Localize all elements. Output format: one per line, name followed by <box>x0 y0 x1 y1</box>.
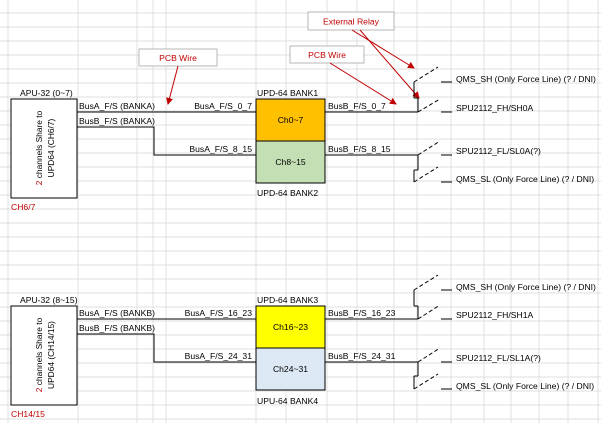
relay-output-bottom-1: QMS_SH (Only Force Line) (? / DNI) <box>456 282 596 292</box>
ch-label-top: CH6/7 <box>11 202 36 212</box>
bank-label-2: UPD-64 BANK2 <box>257 188 318 198</box>
ch-label-bottom: CH14/15 <box>11 409 45 419</box>
apu-title-top: APU-32 (0~7) <box>20 88 73 98</box>
apu-out-a-top: BusA_F/S (BANKA) <box>79 101 155 111</box>
cell-ch8-15 <box>255 140 326 184</box>
relay-output-top-3: SPU2112_FL/SL0A(?) <box>456 146 541 156</box>
relay-output-top-1: QMS_SH (Only Force Line) (? / DNI) <box>456 74 596 84</box>
pcb-wire-label-left: PCB Wire <box>159 53 197 63</box>
cell-ch24-31-label: Ch24~31 <box>273 364 308 374</box>
relay-output-bottom-3: SPU2112_FL/SL1A(?) <box>456 353 541 363</box>
apu-out-a-bottom: BusA_F/S (BANKB) <box>79 308 155 318</box>
apu-vertical-line2-bottom: UPD64 (CH14/15) <box>46 321 56 389</box>
apu-vertical-line2-top: UPD64 (CH6/7) <box>46 118 56 177</box>
apu-title-bottom: APU-32 (8~15) <box>20 295 78 305</box>
cell-ch24-31 <box>255 347 326 391</box>
relay-output-top-4: QMS_SL (Only Force Line) (? / DNI) <box>456 174 594 184</box>
bus-in-bottom-1: BusA_F/S_16_23 <box>185 308 253 318</box>
cell-ch16-23 <box>255 305 326 349</box>
pcb-wire-callout-right: PCB Wire <box>289 45 397 105</box>
bus-in-top-2: BusA_F/S_8_15 <box>189 144 252 154</box>
pcb-wire-callout-left: PCB Wire <box>138 48 218 105</box>
bottom-section: APU-32 (8~15) 2 channels Share to UPD64 … <box>10 274 596 419</box>
relay-group-bottom <box>413 274 452 390</box>
apu-out-b-bottom: BusB_F/S (BANKB) <box>79 323 155 333</box>
bank-label-1: UPD-64 BANK1 <box>257 88 318 98</box>
relay-output-bottom-4: QMS_SL (Only Force Line) (? / DNI) <box>456 381 594 391</box>
pcb-wire-label-right: PCB Wire <box>308 50 346 60</box>
relay-output-bottom-2: SPU2112_FH/SH1A <box>456 310 533 320</box>
apu-box-bottom <box>10 305 78 406</box>
external-relay-label: External Relay <box>323 17 380 27</box>
top-section: APU-32 (0~7) 2 channels Share to UPD64 (… <box>10 66 596 212</box>
relay-output-top-2: SPU2112_FH/SH0A <box>456 103 533 113</box>
bus-in-top-1: BusA_F/S_0_7 <box>194 101 252 111</box>
apu-vertical-line1-top: 2 channels Share to <box>34 110 44 185</box>
apu-box-top <box>10 98 78 199</box>
external-relay-callout: External Relay <box>307 11 420 99</box>
bus-out-top-2: BusB_F/S_8_15 <box>328 144 391 154</box>
bank-label-3: UPD-64 BANK3 <box>257 295 318 305</box>
bus-out-top-1: BusB_F/S_0_7 <box>328 101 386 111</box>
bus-in-bottom-2: BusA_F/S_24_31 <box>185 351 253 361</box>
apu-vertical-line1-bottom: 2 channels Share to <box>34 317 44 392</box>
relay-group-top <box>413 66 452 183</box>
bus-out-bottom-2: BusB_F/S_24_31 <box>328 351 396 361</box>
cell-ch8-15-label: Ch8~15 <box>275 157 306 167</box>
bus-out-bottom-1: BusB_F/S_16_23 <box>328 308 396 318</box>
cell-ch0-7-label: Ch0~7 <box>278 115 304 125</box>
apu-out-b-top: BusB_F/S (BANKA) <box>79 116 155 126</box>
cell-ch16-23-label: Ch16~23 <box>273 322 308 332</box>
bank-label-4: UPU-64 BANK4 <box>257 396 318 406</box>
